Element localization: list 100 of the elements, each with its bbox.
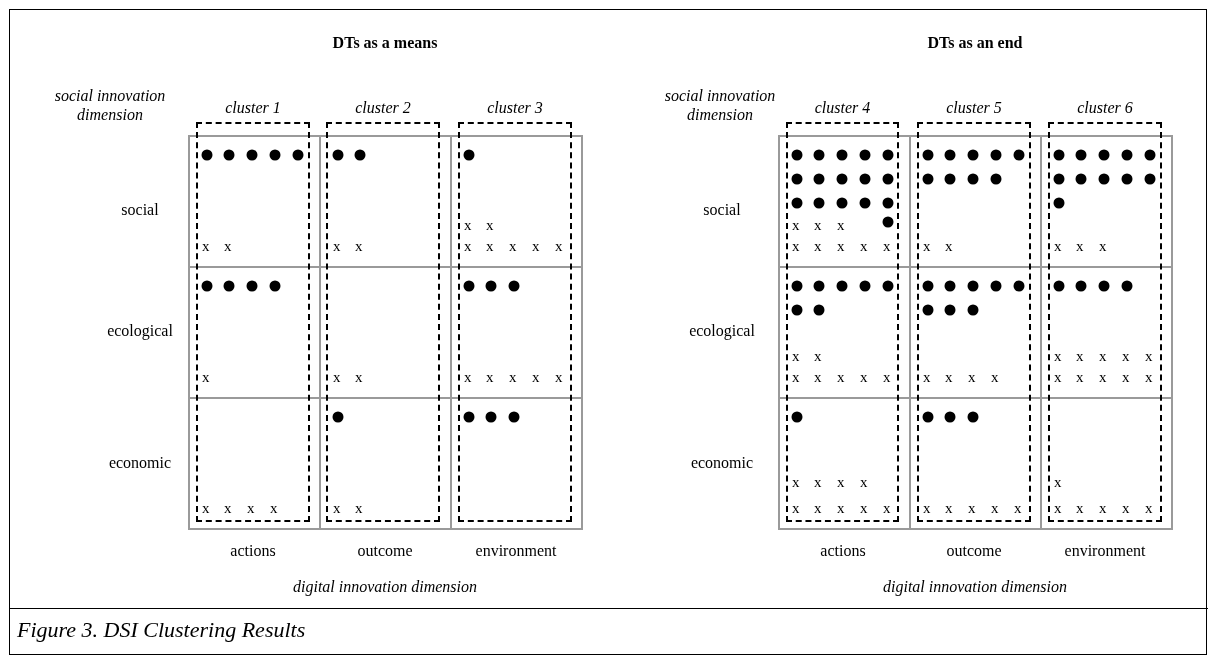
x-mark: x (486, 239, 494, 254)
cluster-label: cluster 4 (813, 99, 872, 117)
x-mark: x (1076, 370, 1084, 385)
row-label: social (121, 201, 159, 219)
cluster-label: cluster 2 (354, 99, 412, 117)
cluster-label: cluster 3 (486, 99, 544, 117)
x-mark: x (270, 501, 278, 516)
x-mark: x (1122, 501, 1130, 516)
x-mark: x (883, 501, 891, 516)
x-mark: x (509, 239, 517, 254)
column-label: actions (230, 542, 276, 560)
x-mark: x (1099, 239, 1107, 254)
x-mark: x (202, 370, 210, 385)
x-mark: x (1076, 239, 1084, 254)
x-mark: x (1099, 501, 1107, 516)
x-mark: x (814, 475, 822, 490)
x-mark: x (464, 239, 472, 254)
x-mark: x (991, 501, 999, 516)
x-mark: x (860, 475, 868, 490)
x-mark: x (333, 239, 341, 254)
row-label: ecological (107, 322, 173, 340)
x-mark: x (532, 370, 540, 385)
x-mark: x (837, 218, 845, 233)
row-label: ecological (689, 322, 755, 340)
x-mark: x (464, 218, 472, 233)
x-mark: x (1145, 501, 1153, 516)
x-mark: x (814, 370, 822, 385)
grid-cell (1040, 135, 1173, 268)
row-label: social (703, 201, 741, 219)
x-mark: x (792, 370, 800, 385)
column-label: environment (475, 542, 557, 560)
x-mark: x (883, 370, 891, 385)
grid-cell (188, 397, 321, 530)
x-mark: x (968, 501, 976, 516)
x-mark: x (1122, 349, 1130, 364)
figure-caption: Figure 3. DSI Clustering Results (17, 617, 306, 643)
column-label: actions (820, 542, 866, 560)
x-mark: x (945, 501, 953, 516)
x-mark: x (224, 239, 232, 254)
grid-cell (778, 397, 911, 530)
x-mark: x (1099, 349, 1107, 364)
x-mark: x (555, 239, 563, 254)
x-mark: x (923, 370, 931, 385)
panel-title: DTs as an end (927, 34, 1023, 52)
x-mark: x (1076, 349, 1084, 364)
x-mark: x (814, 239, 822, 254)
x-mark: x (814, 349, 822, 364)
x-mark: x (1054, 239, 1062, 254)
x-mark: x (860, 501, 868, 516)
x-mark: x (945, 239, 953, 254)
x-mark: x (532, 239, 540, 254)
x-mark: x (486, 218, 494, 233)
grid-cell (188, 135, 321, 268)
x-mark: x (355, 501, 363, 516)
x-mark: x (555, 370, 563, 385)
x-mark: x (202, 239, 210, 254)
x-mark: x (1054, 349, 1062, 364)
x-mark: x (792, 475, 800, 490)
x-mark: x (792, 349, 800, 364)
x-mark: x (1054, 475, 1062, 490)
x-mark: x (792, 239, 800, 254)
x-mark: x (464, 370, 472, 385)
x-mark: x (1099, 370, 1107, 385)
x-mark: x (814, 218, 822, 233)
x-mark: x (1014, 501, 1022, 516)
x-mark: x (837, 475, 845, 490)
x-mark: x (333, 370, 341, 385)
column-label: outcome (946, 542, 1002, 560)
x-mark: x (202, 501, 210, 516)
grid-cell (1040, 397, 1173, 530)
x-mark: x (923, 501, 931, 516)
x-mark: x (837, 370, 845, 385)
x-mark: x (1054, 370, 1062, 385)
axis-title: social innovation dimension (53, 86, 167, 124)
column-label: environment (1064, 542, 1146, 560)
x-mark: x (1145, 349, 1153, 364)
x-mark: x (968, 370, 976, 385)
row-label: economic (690, 454, 754, 472)
x-mark: x (837, 239, 845, 254)
x-mark: x (1122, 370, 1130, 385)
axis-title: digital innovation dimension (883, 578, 1067, 596)
x-mark: x (509, 370, 517, 385)
x-mark: x (991, 370, 999, 385)
x-mark: x (860, 370, 868, 385)
x-mark: x (792, 501, 800, 516)
axis-title: social innovation dimension (663, 86, 777, 124)
x-mark: x (1145, 370, 1153, 385)
x-mark: x (1054, 501, 1062, 516)
grid-cell (778, 135, 911, 268)
x-mark: x (792, 218, 800, 233)
panel-title: DTs as a means (332, 34, 438, 52)
x-mark: x (860, 239, 868, 254)
row-label: economic (108, 454, 172, 472)
x-mark: x (923, 239, 931, 254)
x-mark: x (355, 370, 363, 385)
x-mark: x (883, 239, 891, 254)
x-mark: x (486, 370, 494, 385)
axis-title: digital innovation dimension (293, 578, 477, 596)
x-mark: x (247, 501, 255, 516)
column-label: outcome (357, 542, 413, 560)
